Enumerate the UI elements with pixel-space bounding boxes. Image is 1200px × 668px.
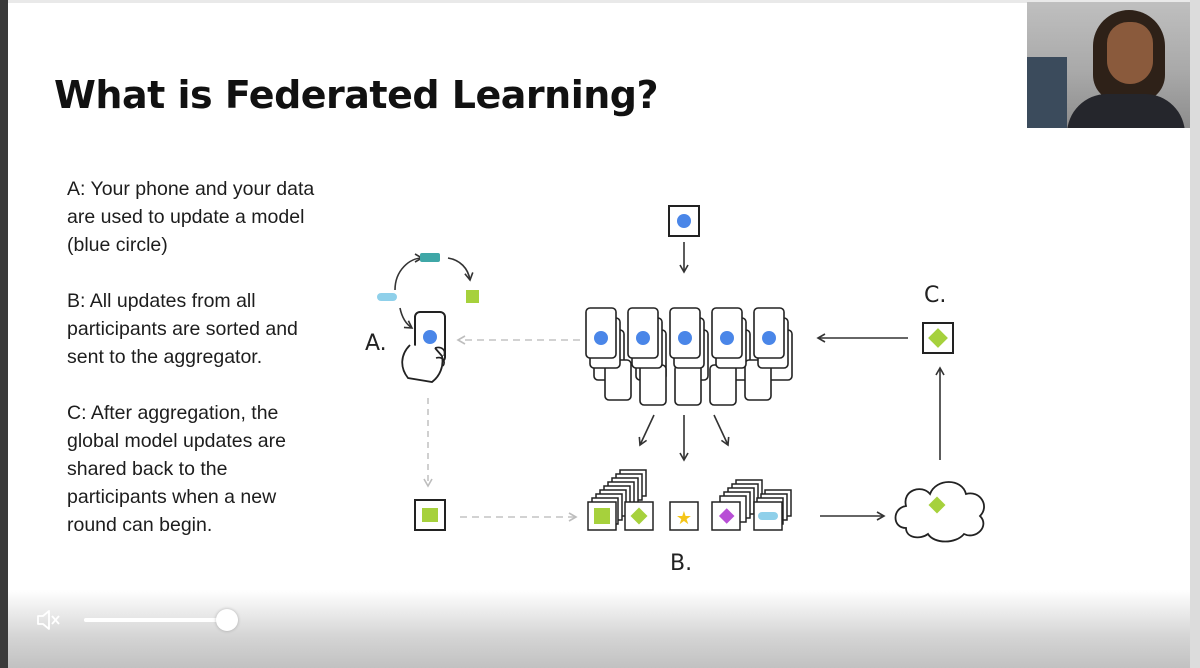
- label-b: B.: [670, 551, 692, 576]
- description-b: B: All updates from all participants are…: [67, 287, 317, 371]
- participant-phones-stack: [586, 308, 792, 405]
- label-a: A.: [365, 331, 387, 356]
- progress-thumb[interactable]: [216, 609, 238, 631]
- window-left-edge: [0, 0, 8, 668]
- aggregator-cloud-icon: [896, 482, 985, 542]
- federated-learning-diagram: A.: [340, 190, 1020, 590]
- sorted-updates-stacks: ★: [588, 470, 791, 530]
- background-window: [1027, 57, 1067, 128]
- slide-title: What is Federated Learning?: [54, 73, 658, 117]
- phone-in-hand-icon: [402, 312, 445, 382]
- speaker-muted-icon[interactable]: [36, 608, 62, 632]
- arrow-phones-down-right: [714, 415, 728, 445]
- label-c: C.: [924, 283, 946, 308]
- local-update-box: [415, 500, 445, 530]
- arrow-phones-down-left: [640, 415, 654, 445]
- progress-bar[interactable]: [84, 618, 238, 622]
- description-a: A: Your phone and your data are used to …: [67, 175, 317, 259]
- slide-description: A: Your phone and your data are used to …: [67, 175, 317, 567]
- progress-fill: [84, 618, 230, 622]
- global-model-box: [669, 206, 699, 236]
- star-icon: ★: [676, 508, 692, 529]
- video-controls: [8, 590, 1190, 668]
- presenter-face: [1107, 22, 1153, 84]
- description-c: C: After aggregation, the global model u…: [67, 399, 317, 539]
- presenter-body: [1067, 94, 1185, 128]
- presenter-video: [1027, 2, 1190, 128]
- global-update-box: [923, 323, 953, 353]
- window-right-edge: [1190, 0, 1200, 668]
